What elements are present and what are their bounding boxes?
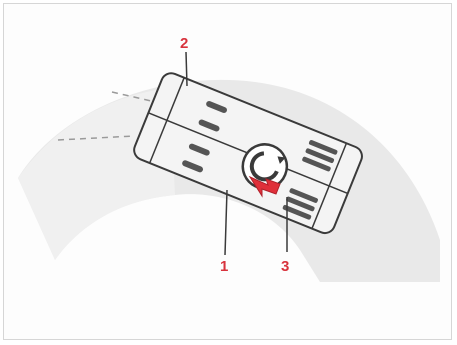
callout-line-2	[186, 52, 187, 86]
callout-label-2: 2	[180, 35, 188, 52]
callout-label-3: 3	[281, 258, 289, 275]
callout-label-1: 1	[220, 258, 228, 275]
callout-line-1	[225, 190, 227, 255]
